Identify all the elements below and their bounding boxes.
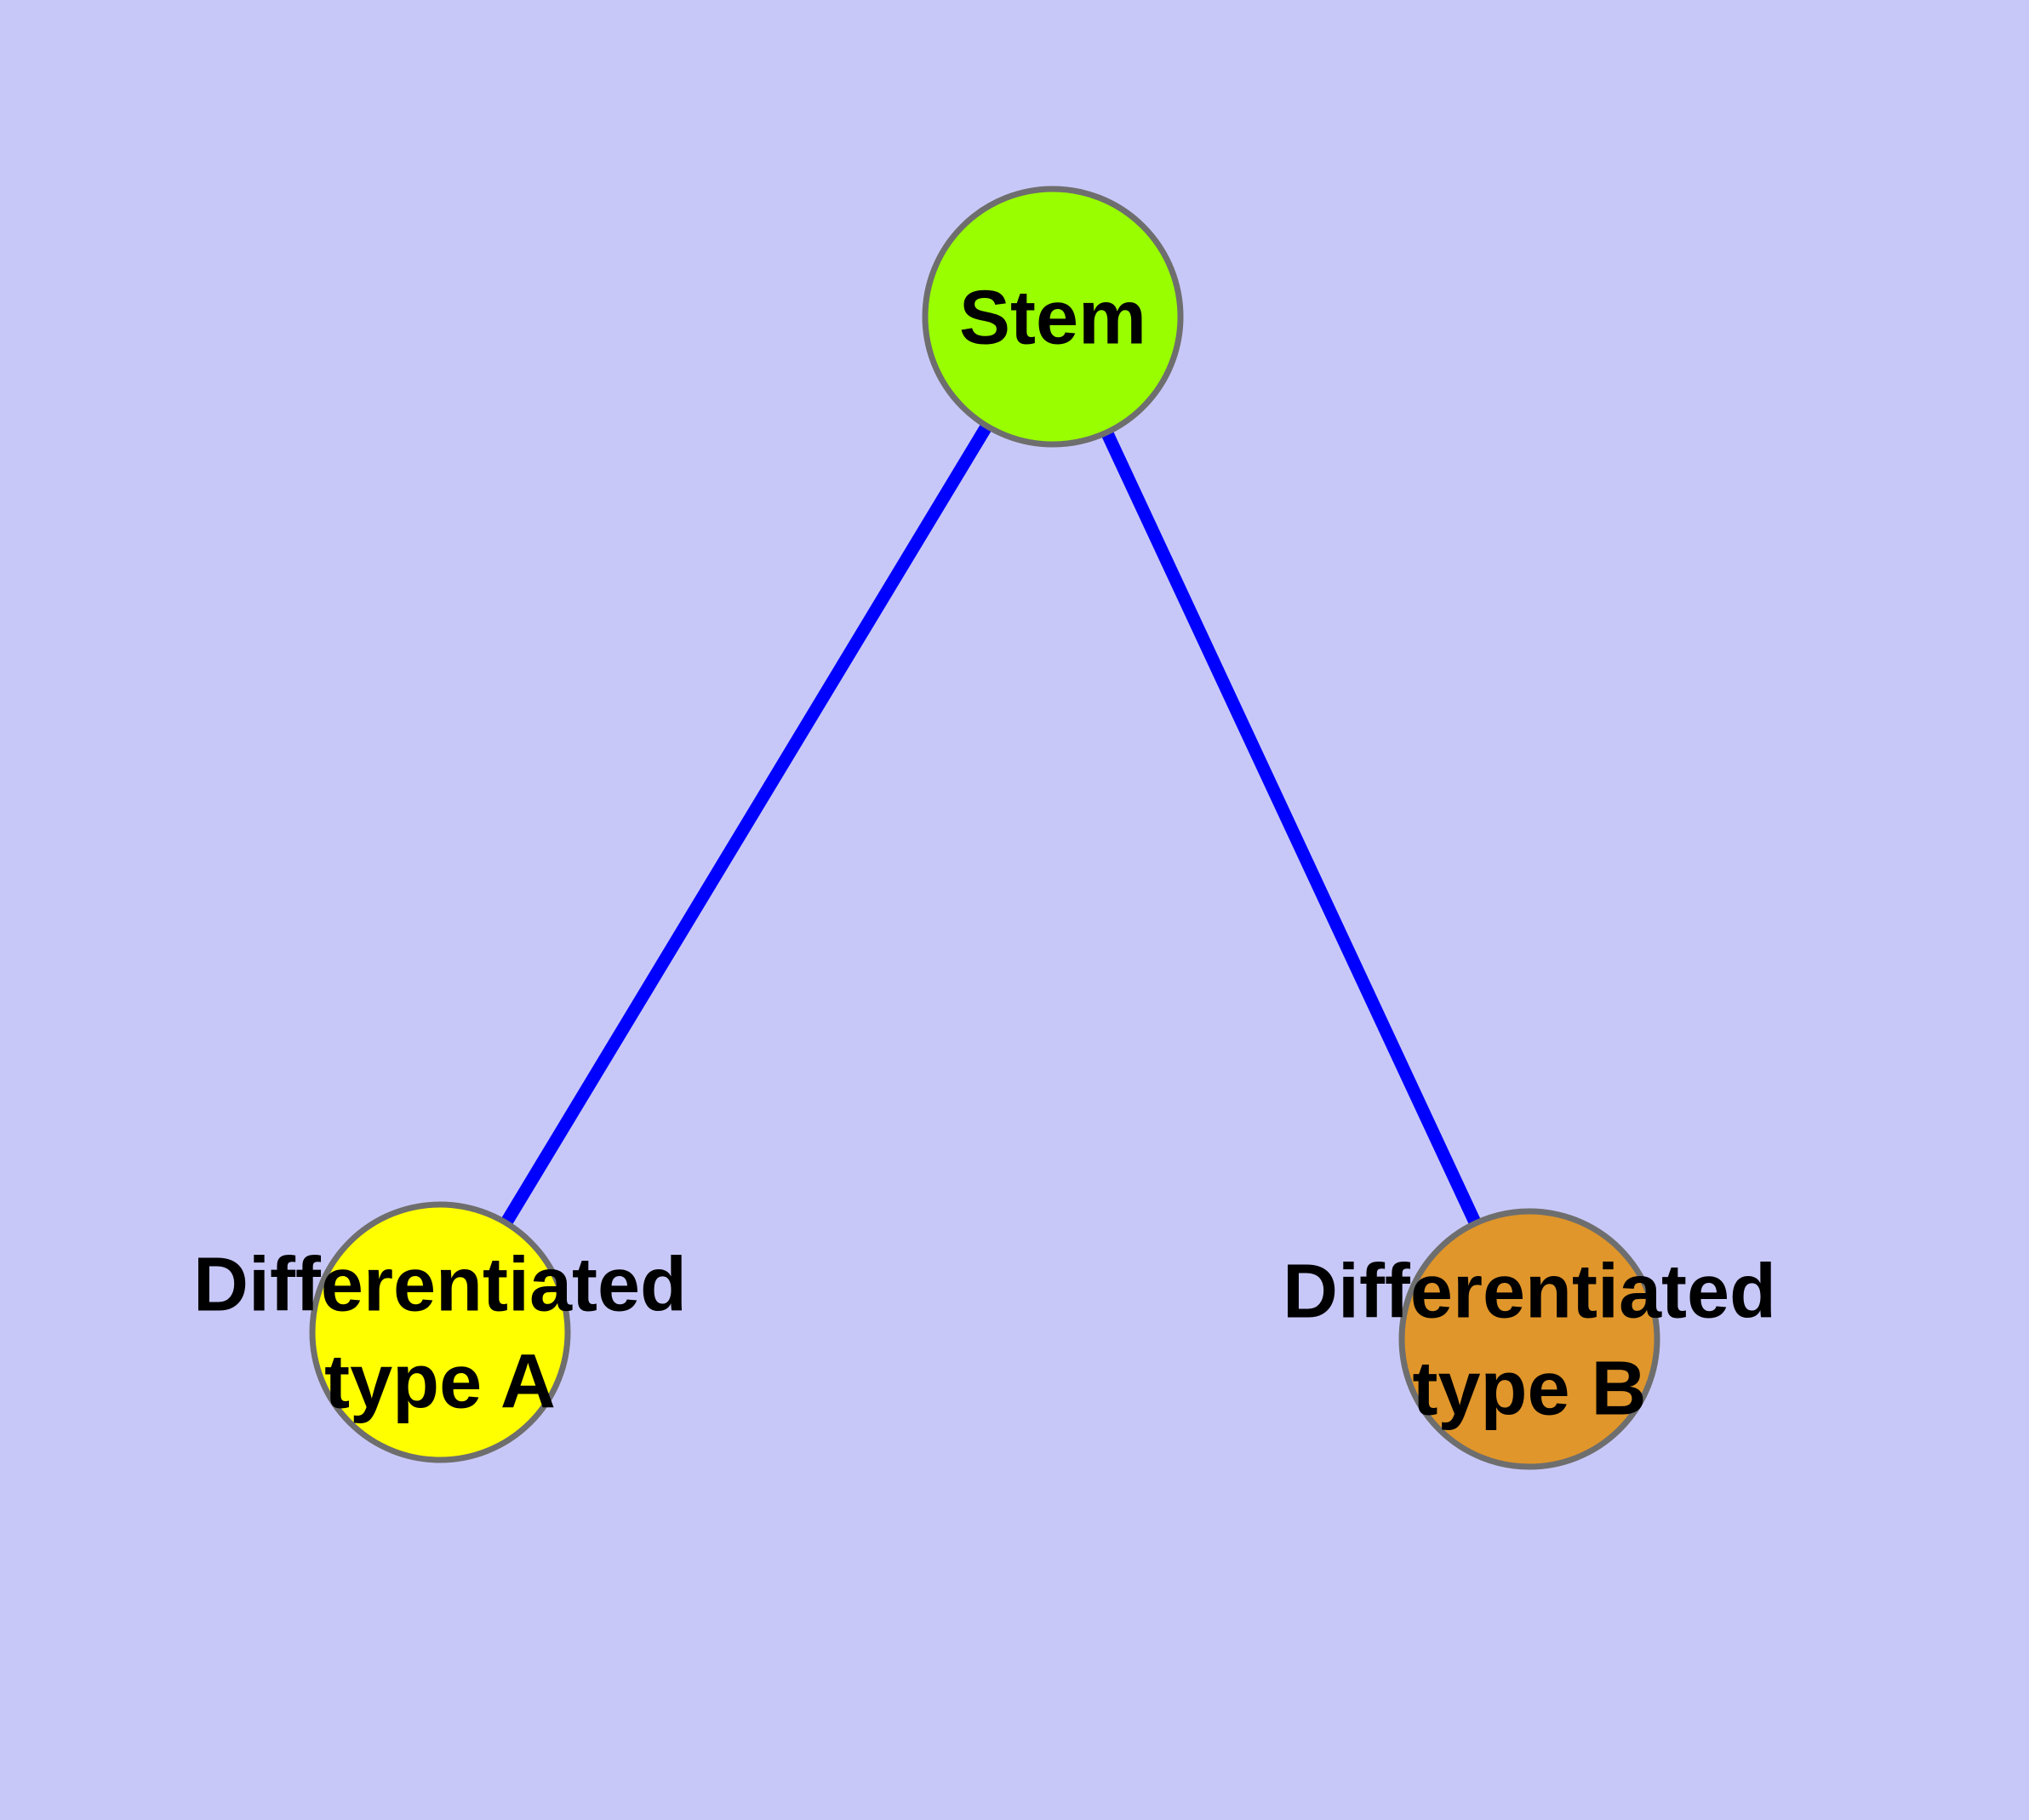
edge-stem-to-differentiated-type-a [434, 313, 1059, 1336]
node-stem-label: Stem [959, 276, 1146, 361]
node-stem-circle [922, 186, 1184, 448]
node-differentiated-type-a-circle [309, 1201, 571, 1463]
edge-stem-to-differentiated-type-b [1047, 313, 1535, 1342]
node-differentiated-type-b-circle [1398, 1208, 1660, 1470]
